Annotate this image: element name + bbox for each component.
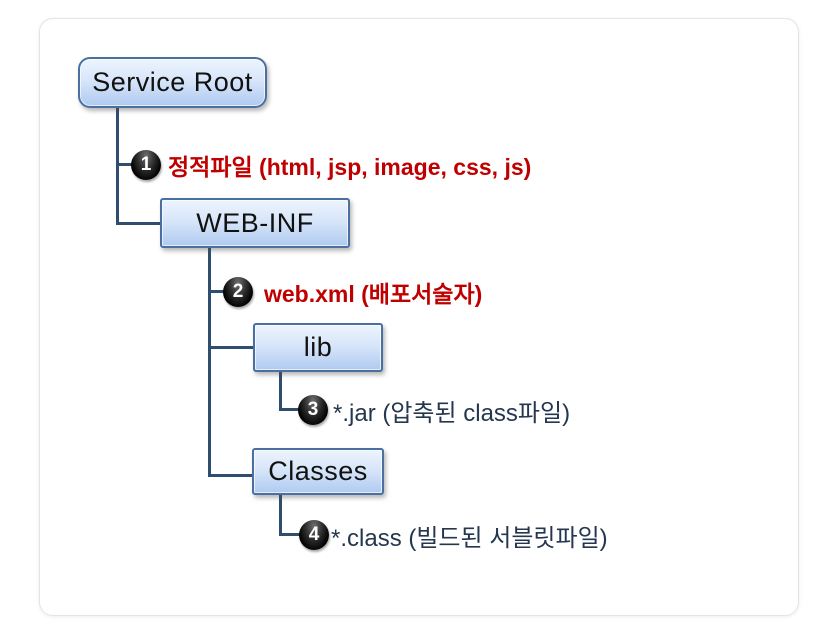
annotation-jar-files: *.jar (압축된 class파일) <box>333 399 571 427</box>
diagram-card <box>39 18 799 616</box>
connector-to-badge-3 <box>279 408 301 411</box>
connector-to-badge-4 <box>279 533 301 536</box>
node-lib: lib <box>253 323 383 372</box>
node-web-inf: WEB-INF <box>160 198 350 248</box>
number-badge-2: 2 <box>223 277 253 307</box>
connector-to-web-inf <box>116 222 160 225</box>
number-badge-4: 4 <box>299 520 329 550</box>
annotation-web-xml: web.xml (배포서술자) <box>264 281 483 307</box>
number-badge-3: 3 <box>298 395 328 425</box>
node-classes-label: Classes <box>268 456 368 486</box>
annotation-static-files: 정적파일 (html, jsp, image, css, js) <box>168 154 532 180</box>
node-service-root-label: Service Root <box>92 67 253 97</box>
connector-webinf-down <box>208 248 211 477</box>
node-lib-label: lib <box>303 332 333 362</box>
connector-to-badge-1 <box>116 163 134 166</box>
node-service-root: Service Root <box>78 57 267 108</box>
annotation-class-files: *.class (빌드된 서블릿파일) <box>331 524 608 552</box>
connector-to-badge-2 <box>208 290 226 293</box>
connector-classes-down <box>279 495 282 536</box>
connector-lib-down <box>279 372 282 411</box>
node-web-inf-label: WEB-INF <box>196 207 314 238</box>
number-badge-1: 1 <box>131 150 161 180</box>
connector-to-classes <box>208 474 252 477</box>
node-classes: Classes <box>252 448 384 495</box>
connector-to-lib <box>208 346 253 349</box>
